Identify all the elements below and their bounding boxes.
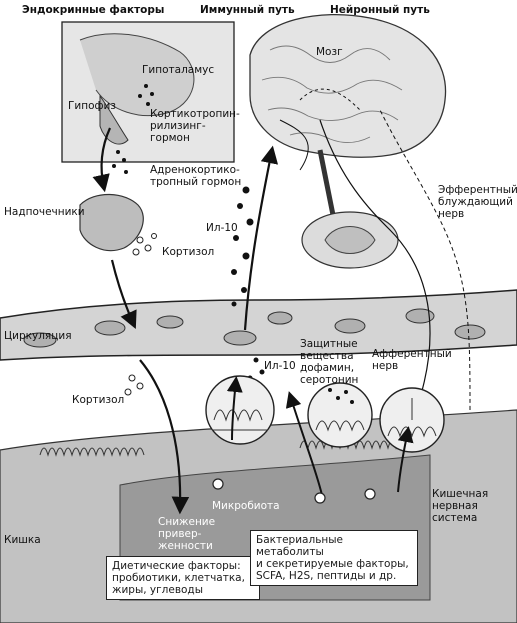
label-protective: Защитные вещества дофамин, серотонин (300, 338, 359, 386)
label-hypothalamus: Гипоталамус (142, 64, 215, 76)
arrow-immune-up (243, 145, 279, 331)
afferent-nerve-circle (307, 382, 373, 448)
label-cortisol-left: Кортизол (72, 394, 125, 406)
arrow-gut-to-enterocytes (226, 376, 243, 441)
label-brain: Мозг (316, 46, 343, 58)
arrow-metabolites-up (285, 391, 323, 496)
arrow-pituitary-adrenal (92, 127, 112, 193)
label-gut: Кишка (4, 534, 41, 546)
metabolites-box: Бактериальные метаболиты и секретируемые… (250, 530, 418, 586)
arrow-enteric-up (397, 426, 414, 493)
header-endocrine: Эндокринные факторы (22, 4, 165, 16)
label-il10-top: Ил-10 (206, 222, 238, 234)
label-efferent: Эфферентный блуждающий нерв (438, 184, 517, 220)
diet-factors-box: Диетические факторы: пробиотики, клетчат… (106, 556, 260, 600)
label-reduced: Снижение привер- женности (158, 516, 216, 552)
il10-particles (231, 186, 265, 381)
label-acth: Адренокортико- тропный гормон (150, 164, 242, 188)
label-cortisol-top: Кортизол (162, 246, 215, 258)
arrow-adrenal-circulation (110, 259, 137, 330)
efferent-vagus-path (379, 109, 471, 411)
label-enteric: Кишечная нервная система (432, 488, 489, 524)
label-microbiota: Микробиота (212, 500, 280, 512)
blood-vessel (0, 289, 517, 361)
blood-cells (23, 308, 486, 348)
arrow-cortisol-gut (139, 359, 190, 515)
label-il10-mid: Ил-10 (264, 360, 296, 372)
label-afferent: Афферентный нерв (372, 348, 452, 372)
brain (249, 13, 447, 158)
header-neural: Нейронный путь (330, 4, 430, 16)
label-adrenals: Надпочечники (4, 206, 85, 218)
header-immune: Иммунный путь (200, 4, 295, 16)
label-crh: Кортикотропин- рилизинг- гормон (150, 108, 240, 144)
label-circulation: Циркуляция (4, 330, 72, 342)
adrenal-gland (79, 193, 144, 252)
label-pituitary: Гипофиз (68, 100, 116, 112)
enterocyte-circle (205, 375, 275, 445)
afferent-nerve-path (319, 119, 431, 399)
